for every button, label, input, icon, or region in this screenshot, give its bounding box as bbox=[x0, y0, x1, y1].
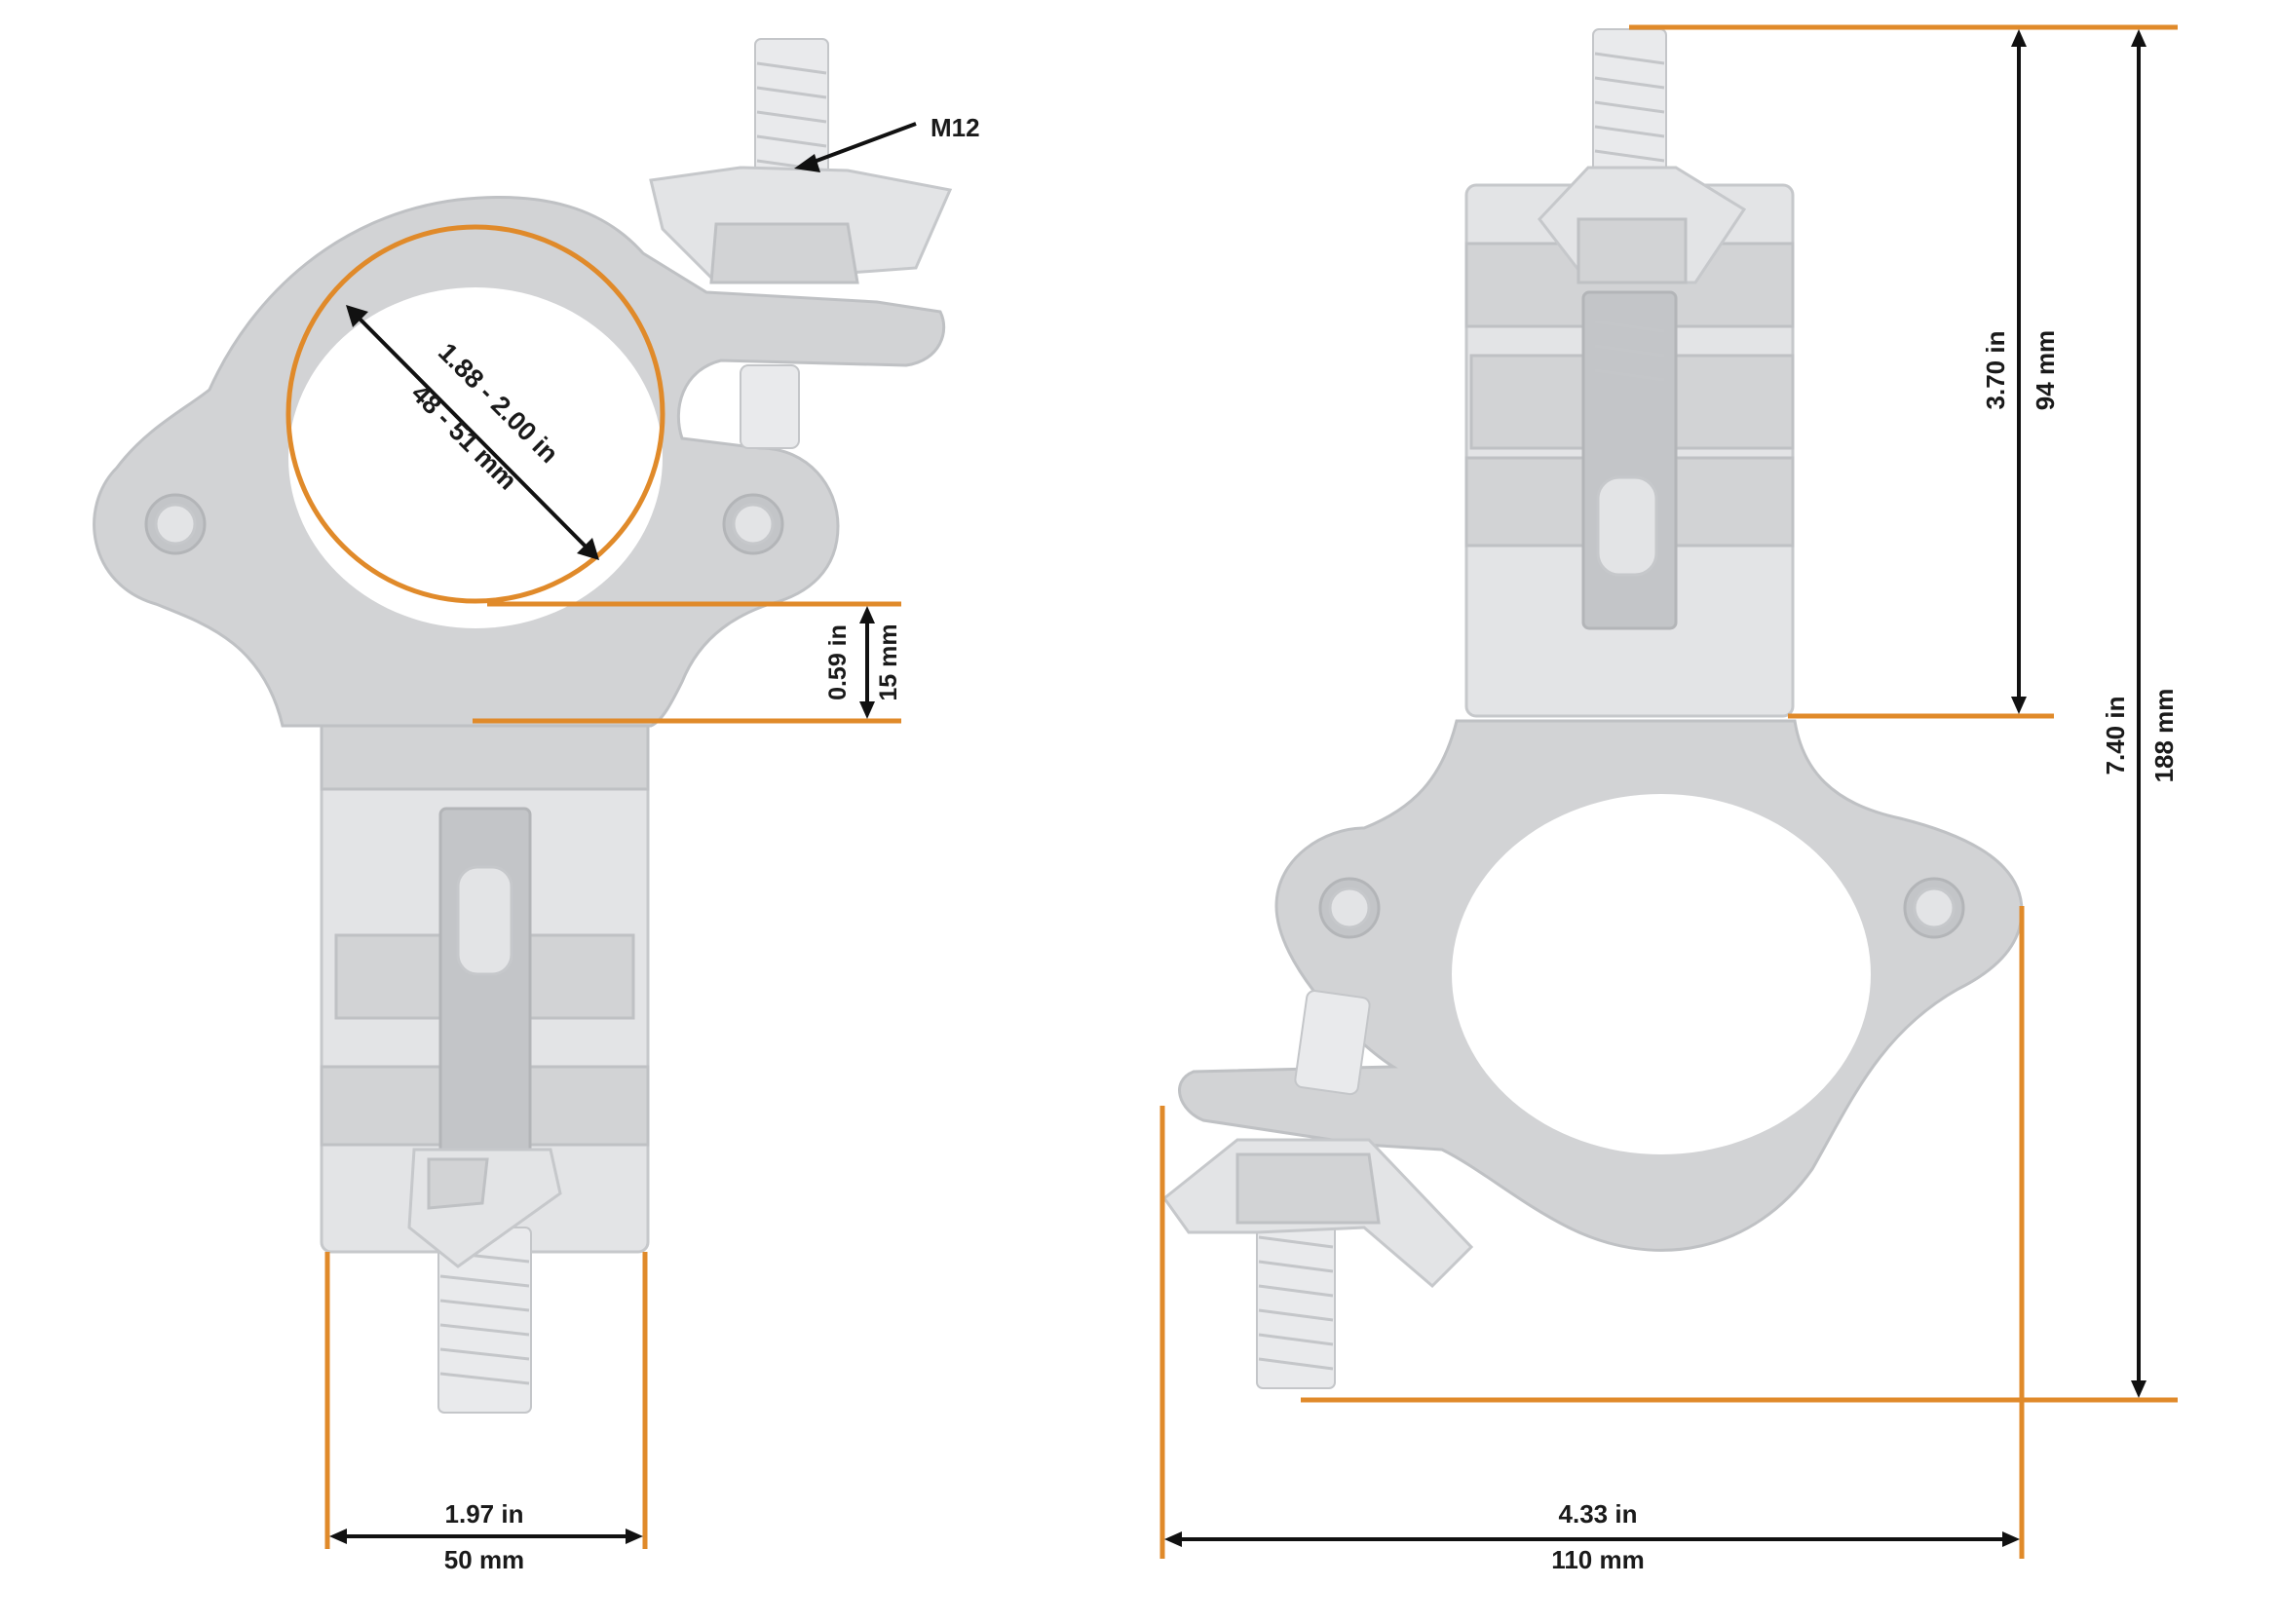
thread-callout-arrow bbox=[794, 122, 917, 172]
clamp-side-view-icon bbox=[1161, 28, 2024, 1389]
jaw-offset-in-label: 0.59 in bbox=[824, 624, 852, 700]
tube-outline bbox=[285, 224, 665, 604]
total-height-in-label: 7.40 in bbox=[2101, 697, 2130, 775]
jaw-offset-mm-label: 15 mm bbox=[875, 623, 902, 700]
total-height-dimension bbox=[1301, 29, 2178, 1403]
total-width-in-label: 4.33 in bbox=[1559, 1499, 1638, 1529]
total-height-mm-label: 188 mm bbox=[2149, 689, 2179, 783]
jaw-offset-dimension bbox=[473, 601, 901, 724]
upper-height-in-label: 3.70 in bbox=[1981, 331, 2010, 410]
total-width-dimension bbox=[1159, 906, 2025, 1559]
upper-height-mm-label: 94 mm bbox=[2031, 330, 2060, 410]
total-width-mm-label: 110 mm bbox=[1551, 1545, 1644, 1574]
upper-height-dimension bbox=[1629, 24, 2178, 719]
tube-diameter-arrow bbox=[346, 305, 599, 560]
body-width-mm-label: 50 mm bbox=[444, 1545, 524, 1574]
thread-size-label: M12 bbox=[931, 113, 980, 142]
body-width-dimension bbox=[324, 1252, 648, 1549]
body-width-in-label: 1.97 in bbox=[445, 1499, 524, 1529]
clamp-front-view-icon bbox=[93, 38, 953, 1414]
